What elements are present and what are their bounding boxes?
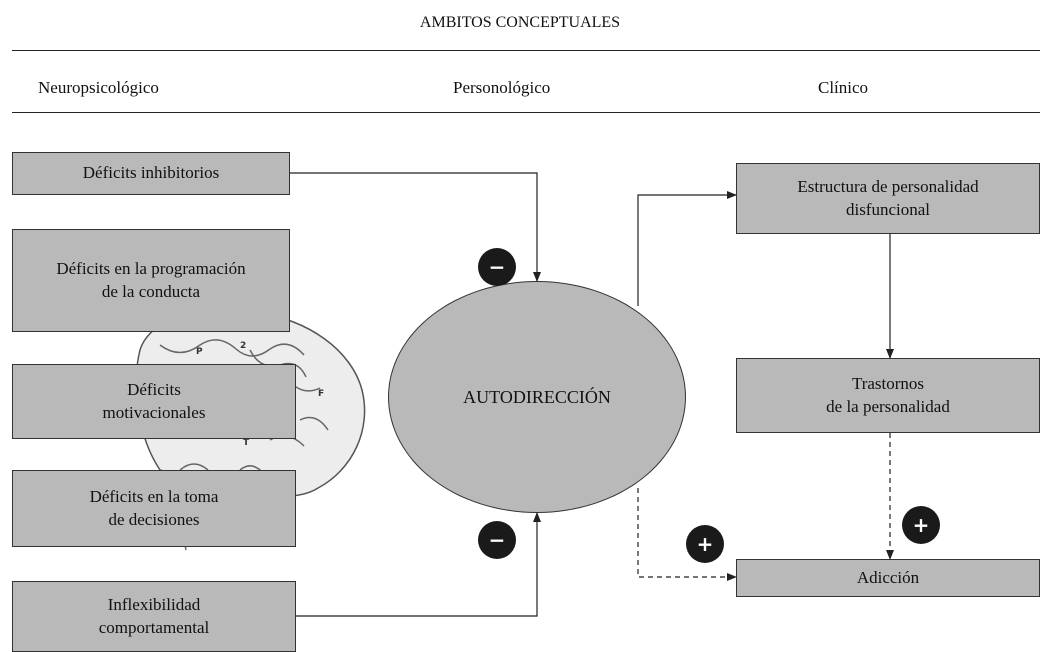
box-deficits-toma-decisiones: Déficits en la toma de decisiones	[12, 470, 296, 547]
brain-label-f: F	[318, 389, 324, 399]
autodireccion-label: AUTODIRECCIÓN	[463, 386, 611, 407]
brain-label-2: 2	[240, 341, 246, 351]
box-adiccion: Adicción	[736, 559, 1040, 597]
plus-sign-left: +	[686, 525, 724, 563]
box-deficits-programacion: Déficits en la programación de la conduc…	[12, 229, 290, 332]
column-clinico: Clínico	[818, 78, 869, 97]
minus-sign-bottom: −	[478, 521, 516, 559]
autodireccion-ellipse: AUTODIRECCIÓN	[388, 281, 686, 513]
arrow-inhibitorios-to-autodireccion	[290, 172, 541, 282]
column-neuropsicologico: Neuropsicológico	[38, 78, 159, 97]
box-estructura-personalidad: Estructura de personalidad disfuncional	[736, 163, 1040, 234]
plus-sign-right: +	[902, 506, 940, 544]
box-inflexibilidad: Inflexibilidad comportamental	[12, 581, 296, 652]
box-deficits-motivacionales: Déficits motivacionales	[12, 364, 296, 439]
box-deficits-inhibitorios: Déficits inhibitorios	[12, 152, 290, 195]
arrow-autodireccion-to-adiccion	[637, 488, 737, 581]
header-bottom-rule	[12, 112, 1040, 113]
arrow-inflexibilidad-to-autodireccion	[296, 512, 541, 617]
box-trastornos-personalidad: Trastornos de la personalidad	[736, 358, 1040, 433]
arrow-autodireccion-to-estructura	[637, 191, 737, 306]
minus-sign-top: −	[478, 248, 516, 286]
brain-label-p: P	[196, 347, 203, 357]
column-personologico: Personológico	[453, 78, 551, 97]
header-top-rule	[12, 50, 1040, 51]
diagram-title: AMBITOS CONCEPTUALES	[419, 14, 621, 31]
brain-label-t: T	[243, 438, 250, 448]
